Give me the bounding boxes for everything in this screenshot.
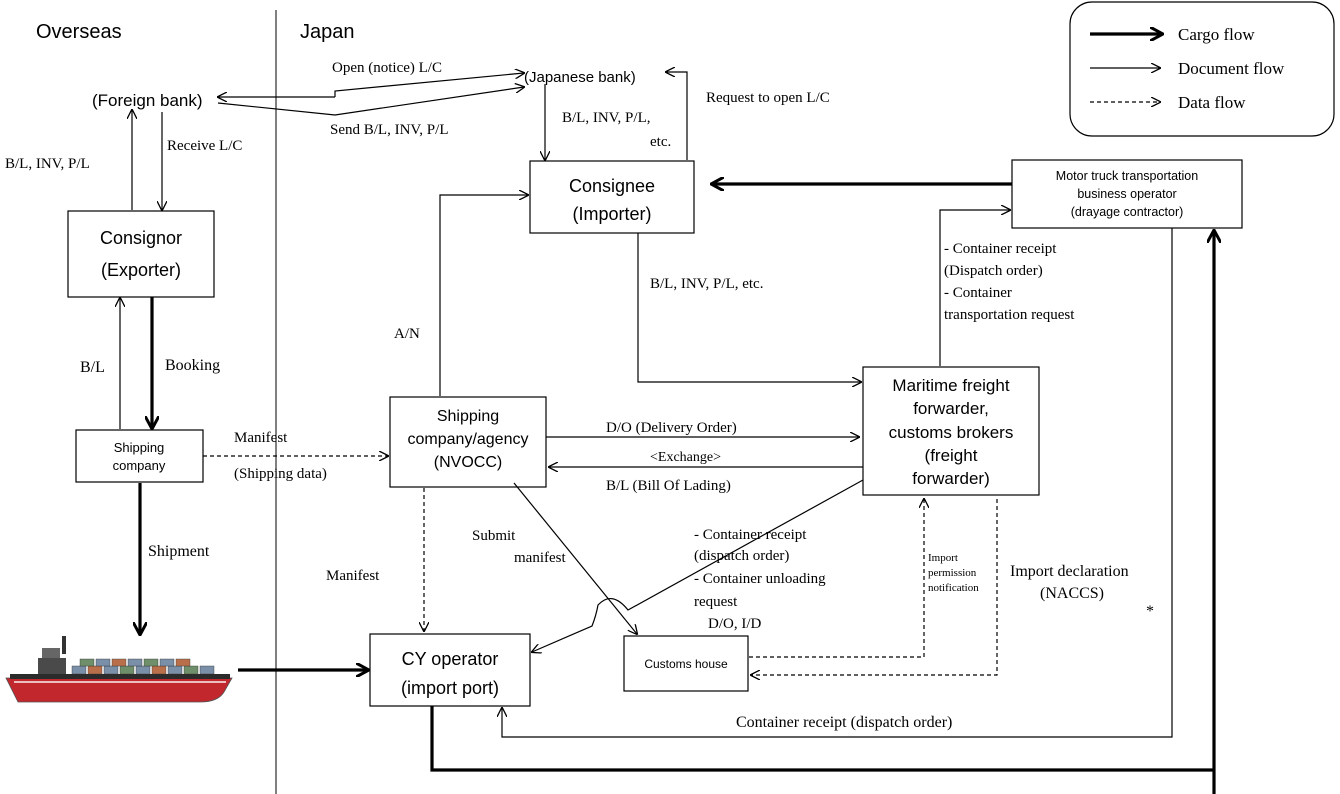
label-bank-docs-2: etc. [650, 134, 671, 150]
arrow-an [439, 195, 528, 396]
region-overseas: Overseas [36, 21, 122, 43]
label-container-receipt-bottom: Container receipt (dispatch order) [736, 714, 952, 731]
label-consignee-docs: B/L, INV, P/L, etc. [650, 276, 763, 292]
arrow-import-permission [749, 499, 924, 658]
japanese-bank-node: (Japanese bank) [524, 69, 636, 86]
customs-house-label: Customs house [644, 657, 728, 671]
label-do-id: D/O, I/D [708, 616, 761, 632]
label-container-receipt-top-3: - Container [944, 285, 1012, 301]
shipping-agency-line-1: Shipping [437, 408, 499, 425]
legend-document-label: Document flow [1178, 59, 1285, 78]
label-container-receipt-mid-3: - Container unloading [694, 571, 826, 587]
label-shipment: Shipment [148, 543, 210, 560]
label-manifest-left: Manifest [326, 568, 380, 584]
consignor-line-1: Consignor [100, 228, 182, 248]
arrow-japanese-bank-open-lc [334, 73, 524, 97]
arrow-forwarder-to-truck [939, 210, 1010, 366]
label-container-receipt-top-1: - Container receipt [944, 241, 1057, 257]
cy-operator-box [369, 633, 531, 707]
label-container-receipt-top-2: (Dispatch order) [944, 263, 1043, 279]
label-container-receipt-top-4: transportation request [944, 307, 1075, 323]
shipping-agency-line-2: company/agency [408, 431, 529, 448]
forwarder-box [862, 366, 1040, 496]
arrow-forwarder-to-cy [532, 479, 864, 652]
arrow-cargo-cy-bottom [430, 706, 1214, 772]
forwarder-line-5: forwarder) [912, 469, 989, 488]
label-bill-of-lading: B/L (Bill Of Lading) [606, 478, 731, 494]
forwarder-line-4: (freight [925, 446, 978, 465]
cy-operator-line-2: (import port) [401, 678, 499, 698]
label-import-permission-3: notification [928, 582, 979, 594]
consignor-line-2: (Exporter) [101, 260, 181, 280]
label-delivery-order: D/O (Delivery Order) [606, 420, 737, 436]
motor-truck-line-3: (drayage contractor) [1071, 205, 1184, 219]
motor-truck-box [1011, 159, 1243, 229]
legend-data-label: Data flow [1178, 93, 1246, 112]
label-submit-manifest-1: Submit [472, 528, 516, 544]
arrow-import-declaration [751, 499, 998, 675]
motor-truck-line-2: business operator [1077, 187, 1176, 201]
consignee-line-2: (Importer) [572, 204, 651, 224]
arrow-consignee-to-forwarder [637, 233, 861, 382]
label-container-receipt-mid-2: (dispatch order) [694, 548, 789, 564]
label-import-permission-2: permission [928, 567, 977, 579]
label-import-permission-1: Import [928, 552, 958, 564]
label-bank-docs-1: B/L, INV, P/L, [562, 110, 650, 126]
shipping-agency-line-3: (NVOCC) [434, 454, 502, 471]
consignor-box [67, 210, 215, 298]
region-japan: Japan [300, 21, 355, 43]
label-container-receipt-mid-1: - Container receipt [694, 527, 807, 543]
label-import-declaration-2: (NACCS) [1040, 585, 1104, 602]
label-bl-inv-pl: B/L, INV, P/L [5, 156, 90, 172]
label-receive-lc: Receive L/C [167, 138, 242, 154]
forwarder-line-2: forwarder, [913, 399, 989, 418]
label-booking: Booking [165, 357, 220, 374]
label-asterisk: * [1146, 603, 1154, 620]
label-request-lc: Request to open L/C [706, 90, 830, 106]
label-bl: B/L [80, 359, 105, 376]
cargo-ship-icon [5, 636, 233, 703]
label-manifest-top: Manifest [234, 430, 288, 446]
label-open-lc: Open (notice) L/C [332, 60, 442, 76]
label-container-receipt-mid-4: request [694, 594, 738, 610]
customs-house-box [623, 635, 749, 692]
shipping-company-box [75, 429, 204, 483]
label-send-bl: Send B/L, INV, P/L [330, 122, 448, 138]
legend-cargo-label: Cargo flow [1178, 25, 1255, 44]
forwarder-line-3: customs brokers [889, 423, 1014, 442]
legend: Cargo flow Document flow Data flow [1069, 1, 1335, 137]
shipping-agency-box [389, 396, 547, 488]
arrow-submit-manifest [513, 482, 637, 634]
foreign-bank-node: (Foreign bank) [92, 91, 203, 110]
shipping-company-line-2: company [113, 458, 166, 473]
cy-operator-line-1: CY operator [402, 649, 499, 669]
label-submit-manifest-2: manifest [514, 550, 566, 566]
consignee-box [529, 160, 695, 234]
label-shipping-data: (Shipping data) [234, 466, 327, 482]
shipping-company-line-1: Shipping [114, 440, 165, 455]
label-exchange: <Exchange> [650, 450, 721, 465]
motor-truck-line-1: Motor truck transportation [1056, 169, 1198, 183]
label-import-declaration-1: Import declaration [1010, 563, 1129, 580]
label-an: A/N [394, 326, 420, 342]
arrow-container-receipt-to-cy [502, 228, 1173, 738]
consignee-line-1: Consignee [569, 176, 655, 196]
forwarder-line-1: Maritime freight [892, 376, 1009, 395]
arrow-send-bl [217, 87, 524, 116]
arrow-request-lc [666, 72, 688, 160]
